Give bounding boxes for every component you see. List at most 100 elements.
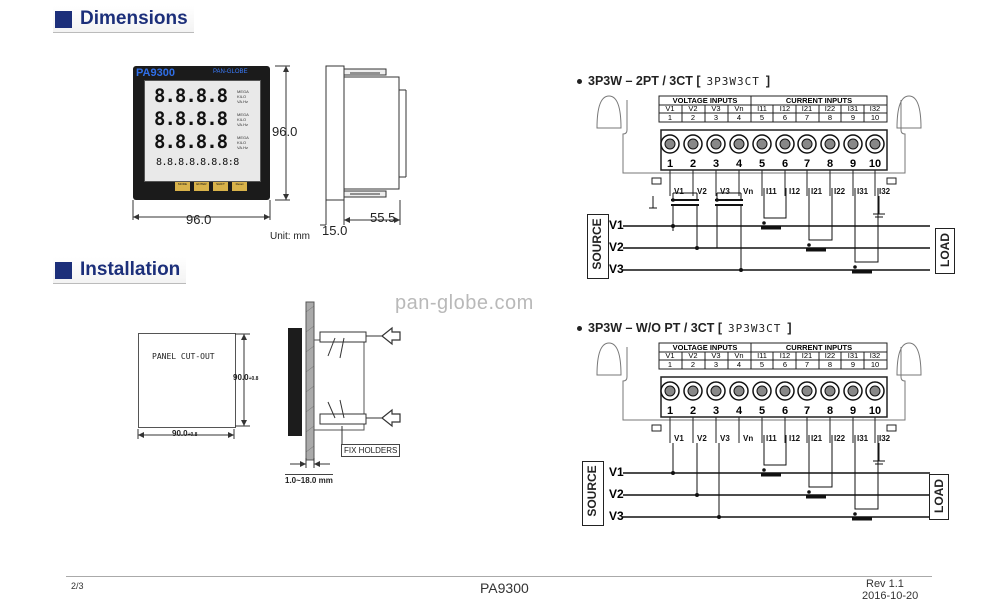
terminal-screw-core — [687, 385, 699, 397]
lcd-row-2: 8.8.8.8 — [154, 108, 228, 130]
footer-page-number: 2/3 — [71, 581, 84, 591]
terminal-name-8: I22 — [825, 351, 835, 360]
terminal-block-number-10: 10 — [869, 158, 881, 170]
unit-label: Unit: mm — [270, 231, 310, 242]
terminal-name-6: I12 — [780, 351, 790, 360]
source-label-box-1: SOURCE — [587, 214, 609, 279]
meter-mode-button[interactable]: MODE — [175, 182, 190, 191]
meter-reset-button[interactable]: Reset — [232, 182, 247, 191]
terminal-screw-core — [733, 385, 745, 397]
terminal-name-8: I22 — [825, 104, 835, 113]
wire-label-1: V1 — [674, 187, 684, 196]
wire-label-5: I11 — [766, 187, 777, 196]
terminal-number-9: 9 — [851, 113, 855, 122]
terminal-block-number-8: 8 — [827, 405, 833, 417]
terminal-number-8: 8 — [828, 113, 832, 122]
wire-label-4: Vn — [743, 187, 753, 196]
terminal-number-9: 9 — [851, 360, 855, 369]
terminal-name-2: V2 — [688, 351, 697, 360]
terminal-number-2: 2 — [691, 360, 695, 369]
fix-holders-label: FIX HOLDERS — [341, 444, 401, 457]
wire-label-1: V1 — [674, 434, 684, 443]
voltage-inputs-header: VOLTAGE INPUTS — [673, 96, 738, 105]
load-label-2: LOAD — [932, 479, 946, 513]
terminal-number-2: 2 — [691, 113, 695, 122]
terminal-name-9: I31 — [848, 104, 858, 113]
lcd-row-3: 8.8.8.8 — [154, 131, 228, 153]
wire-label-8: I22 — [834, 187, 846, 196]
terminal-number-4: 4 — [737, 360, 741, 369]
terminal-number-8: 8 — [828, 360, 832, 369]
terminal-name-4: Vn — [734, 351, 743, 360]
terminal-screw-core — [847, 138, 859, 150]
wire-label-3: V3 — [720, 434, 730, 443]
wire-label-7: I21 — [811, 187, 823, 196]
terminal-name-9: I31 — [848, 351, 858, 360]
wire-label-3: V3 — [720, 187, 730, 196]
terminal-number-3: 3 — [714, 113, 718, 122]
dim-height-label: 96.0 — [272, 124, 298, 139]
terminal-block-number-2: 2 — [690, 405, 696, 417]
current-inputs-header: CURRENT INPUTS — [786, 96, 852, 105]
source-line-v2: V2 — [609, 487, 624, 501]
dimensions-title: Dimensions — [80, 8, 188, 29]
bullet-icon — [577, 325, 582, 331]
terminal-name-2: V2 — [688, 104, 697, 113]
heading-square-icon — [55, 261, 72, 279]
terminal-name-5: I11 — [757, 104, 767, 113]
terminal-block-number-5: 5 — [759, 405, 765, 417]
terminal-block-number-1: 1 — [667, 405, 673, 417]
terminal-name-3: V3 — [711, 351, 720, 360]
terminal-number-6: 6 — [783, 360, 787, 369]
heading-square-icon — [55, 10, 72, 28]
terminal-block-number-2: 2 — [690, 158, 696, 170]
meter-enter-button[interactable]: ENTER — [194, 182, 209, 191]
terminal-screw-core — [664, 385, 676, 397]
terminal-block-number-6: 6 — [782, 158, 788, 170]
terminal-name-4: Vn — [734, 104, 743, 113]
terminal-number-1: 1 — [668, 360, 672, 369]
terminal-screw-core — [756, 385, 768, 397]
terminal-number-5: 5 — [760, 113, 764, 122]
terminal-block-number-3: 3 — [713, 158, 719, 170]
terminal-screw-core — [824, 385, 836, 397]
lcd-energy-row: 8.8.8.8.8.8.8:8 — [156, 157, 239, 168]
wire-label-5: I11 — [766, 434, 777, 443]
terminal-number-4: 4 — [737, 113, 741, 122]
terminal-screw-core — [824, 138, 836, 150]
source-label-1: SOURCE — [590, 218, 604, 270]
watermark: pan-globe.com — [395, 292, 534, 314]
terminal-block-number-3: 3 — [713, 405, 719, 417]
terminal-block-number-10: 10 — [869, 405, 881, 417]
arrow-bottom-icon — [381, 408, 401, 428]
panel-cutout-label: PANEL CUT-OUT — [152, 352, 215, 361]
footer-model: PA9300 — [480, 580, 529, 596]
terminal-number-5: 5 — [760, 360, 764, 369]
wire-label-8: I22 — [834, 434, 846, 443]
meter-shift-button[interactable]: SHIFT — [213, 182, 228, 191]
meter-model-label: PA9300 — [136, 67, 175, 79]
terminal-name-7: I21 — [802, 351, 812, 360]
terminal-block-number-1: 1 — [667, 158, 673, 170]
source-line-v1: V1 — [609, 465, 624, 479]
terminal-number-10: 10 — [871, 360, 879, 369]
panel-cutout-box: PANEL CUT-OUT — [138, 333, 236, 428]
source-label-box-2: SOURCE — [582, 461, 604, 526]
installation-heading: Installation — [53, 257, 187, 284]
terminal-block-number-4: 4 — [736, 405, 743, 417]
terminal-block-number-9: 9 — [850, 405, 856, 417]
terminal-block-number-5: 5 — [759, 158, 765, 170]
terminal-block-number-4: 4 — [736, 158, 743, 170]
voltage-inputs-header: VOLTAGE INPUTS — [673, 343, 738, 352]
terminal-number-6: 6 — [783, 113, 787, 122]
terminal-screw-core — [733, 138, 745, 150]
terminal-screw-core — [664, 138, 676, 150]
current-inputs-header: CURRENT INPUTS — [786, 343, 852, 352]
mounting-panel — [305, 301, 315, 461]
wire-label-7: I21 — [811, 434, 823, 443]
wire-label-2: V2 — [697, 434, 707, 443]
wire-label-9: I31 — [857, 434, 869, 443]
terminal-name-10: I32 — [870, 351, 880, 360]
